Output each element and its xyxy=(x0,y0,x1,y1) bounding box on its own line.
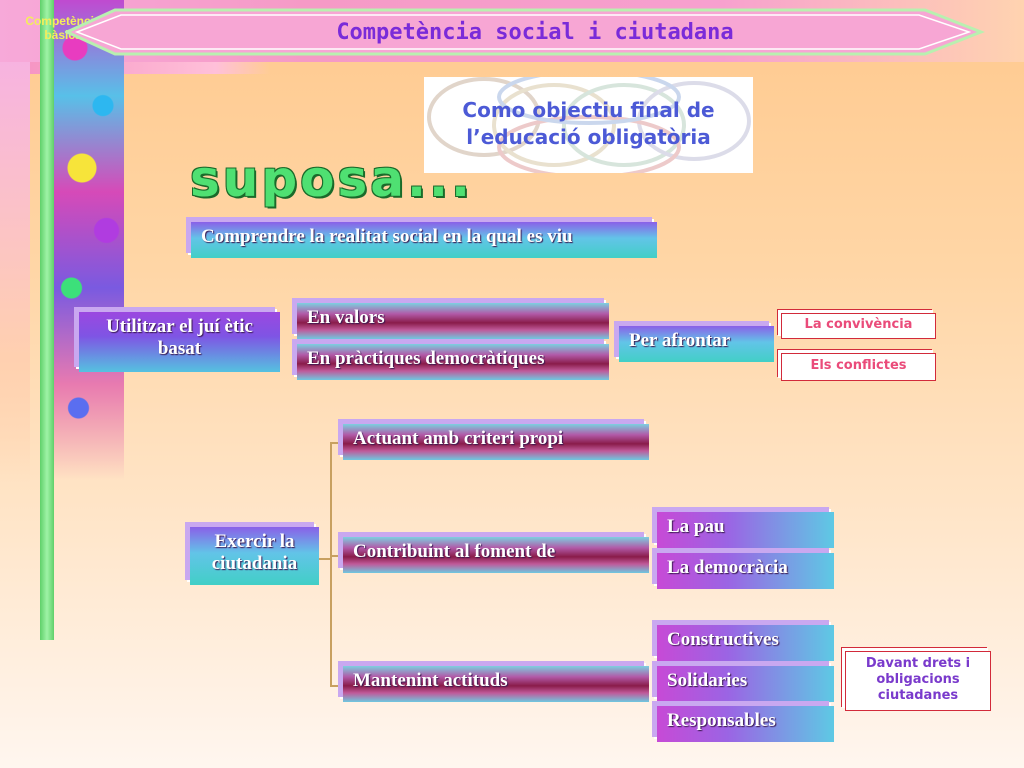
box-exercir: Exercir la ciutadania xyxy=(190,527,319,585)
connector-line xyxy=(319,558,331,560)
box-constructives: Constructives xyxy=(657,625,834,661)
connector-line xyxy=(330,442,332,686)
decorative-green-bar xyxy=(40,0,54,640)
box-utilitzar: Utilitzar el juí ètic basat xyxy=(79,312,280,372)
connector-line xyxy=(330,442,344,444)
connector-line xyxy=(330,685,344,687)
box-mantenint: Mantenint actituds xyxy=(343,666,649,702)
box-contribuint: Contribuint al foment de xyxy=(343,537,649,573)
objective-box: Como objectiu final de l’educació obliga… xyxy=(424,77,753,173)
box-comprendre: Comprendre la realitat social en la qual… xyxy=(191,222,657,258)
decorative-abstract-art xyxy=(54,0,124,480)
box-conflictes: Els conflictes xyxy=(781,353,936,381)
box-la-pau: La pau xyxy=(657,512,834,548)
box-davant-drets: Davant drets i obligacions ciutadanes xyxy=(845,651,991,711)
title-arrow-shape xyxy=(65,8,985,56)
box-actuant: Actuant amb criteri propi xyxy=(343,424,649,460)
box-solidaries: Solidaries xyxy=(657,666,834,702)
box-en-practiques: En pràctiques democràtiques xyxy=(297,344,609,380)
decorative-rings xyxy=(427,77,751,173)
connector-line xyxy=(330,555,344,557)
box-en-valors: En valors xyxy=(297,303,609,339)
objective-text: Como objectiu final de l’educació obliga… xyxy=(462,98,715,149)
page-title: Competència social i ciutadana xyxy=(336,20,734,45)
suposa-heading: suposa... xyxy=(190,150,473,208)
box-responsables: Responsables xyxy=(657,706,834,742)
box-convivencia: La convivència xyxy=(781,313,936,339)
box-la-democracia: La democràcia xyxy=(657,553,834,589)
box-per-afrontar: Per afrontar xyxy=(619,326,774,362)
decorative-left-stripe xyxy=(0,62,30,482)
